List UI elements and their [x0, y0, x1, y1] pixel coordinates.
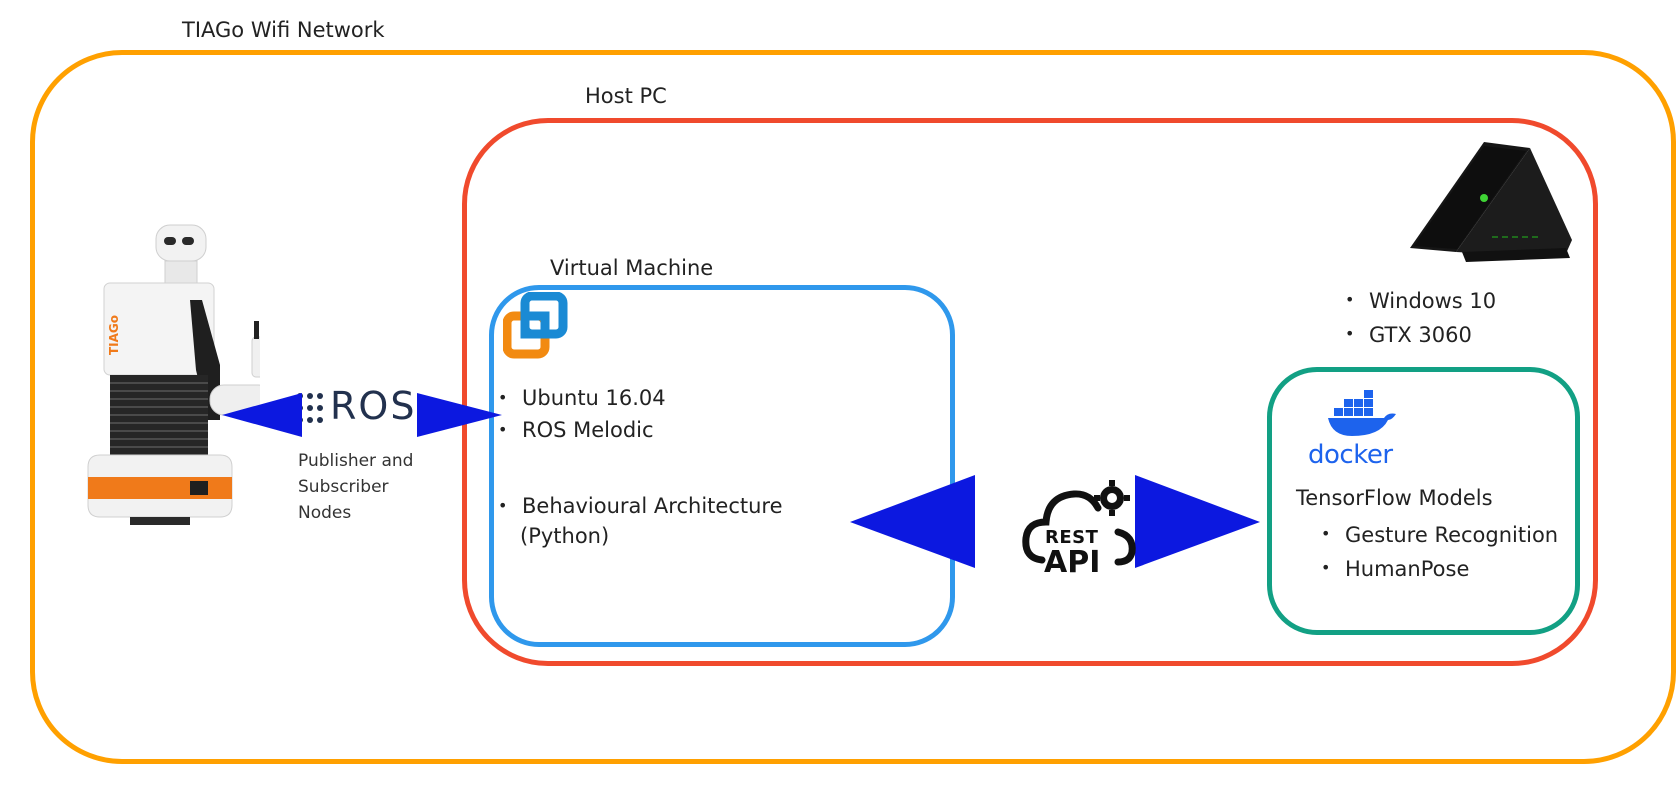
host-spec-gpu: GTX 3060 [1342, 318, 1496, 352]
ros-nodes-note: Publisher and Subscriber Nodes [298, 448, 413, 526]
virtual-machine-label: Virtual Machine [550, 256, 714, 280]
ros-bidirectional-arrow [222, 393, 502, 437]
vm-item-architecture: Behavioural Architecture [495, 490, 783, 522]
docker-model-humanpose: HumanPose [1318, 552, 1558, 586]
docker-whale-icon [1328, 390, 1396, 436]
api-arrow-right-head [1135, 475, 1260, 568]
virtual-machine-boundary [489, 285, 955, 647]
docker-models-title: TensorFlow Models [1296, 486, 1493, 510]
vm-spec-list: Ubuntu 16.04 ROS Melodic [495, 382, 666, 446]
docker-model-gesture: Gesture Recognition [1318, 518, 1558, 552]
ros-logo-text: ROS [330, 384, 417, 428]
vm-item-ros: ROS Melodic [495, 414, 666, 446]
vm-arch-language: (Python) [520, 524, 610, 548]
svg-text:TIAGo: TIAGo [107, 315, 121, 355]
ros-note-line-2: Subscriber [298, 477, 389, 497]
wifi-network-label: TIAGo Wifi Network [182, 18, 385, 42]
vm-arch-list: Behavioural Architecture [495, 490, 783, 522]
host-pc-label: Host PC [585, 84, 667, 108]
docker-model-list: Gesture Recognition HumanPose [1318, 518, 1558, 586]
vmware-logo-icon [503, 292, 568, 359]
ros-note-line-1: Publisher and [298, 451, 414, 471]
rest-api-cloud-icon [1022, 480, 1136, 566]
rest-api-label-api: API [1044, 545, 1101, 580]
laptop-icon [1410, 142, 1572, 262]
host-spec-list: Windows 10 GTX 3060 [1342, 284, 1496, 352]
ros-note-line-3: Nodes [298, 503, 352, 523]
wifi-network-boundary [30, 50, 1676, 764]
api-arrow-left-head [850, 475, 975, 568]
vm-item-ubuntu: Ubuntu 16.04 [495, 382, 666, 414]
tiago-robot-icon: TIAGo [87, 224, 260, 525]
host-pc-boundary [462, 118, 1598, 666]
ros-arrow-left-head [222, 393, 302, 437]
docker-logo-text: docker [1308, 440, 1393, 470]
rest-api-label-rest: REST [1045, 527, 1099, 548]
host-spec-os: Windows 10 [1342, 284, 1496, 318]
rest-api-bidirectional-arrow [850, 475, 1260, 568]
docker-container-boundary [1267, 367, 1580, 635]
ros-arrow-right-head [417, 393, 502, 437]
